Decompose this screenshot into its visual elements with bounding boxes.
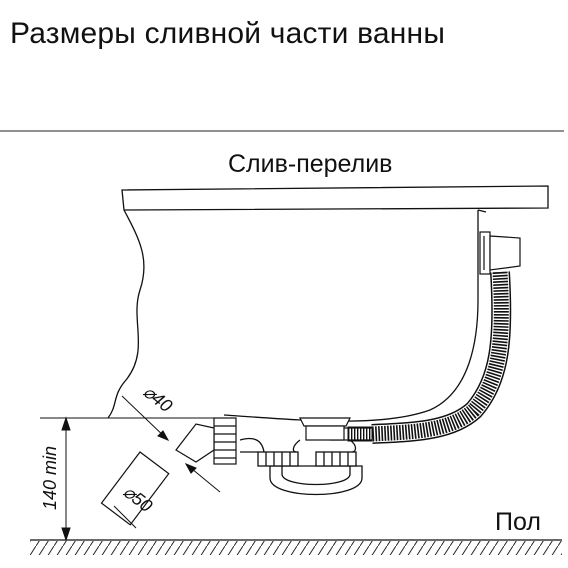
floor — [30, 539, 562, 555]
pipe-40-leader — [121, 395, 170, 441]
overflow-hose — [330, 271, 512, 444]
pipe-40-label: ⌀40 — [140, 381, 177, 416]
coupling-nut — [213, 417, 237, 465]
height-dimension-label: 140 min — [40, 446, 60, 510]
overflow-label: Слив-перелив — [228, 150, 392, 178]
page-title: Размеры сливной части ванны — [10, 17, 446, 50]
siphon-trap — [239, 437, 363, 496]
drain-outlet — [299, 417, 351, 441]
outlet-pipe — [100, 423, 215, 526]
height-dimension — [61, 416, 71, 542]
bathtub — [107, 185, 549, 422]
floor-label: Пол — [495, 508, 541, 536]
overflow-fitting — [479, 231, 521, 275]
pipe-50-leader — [113, 463, 221, 529]
